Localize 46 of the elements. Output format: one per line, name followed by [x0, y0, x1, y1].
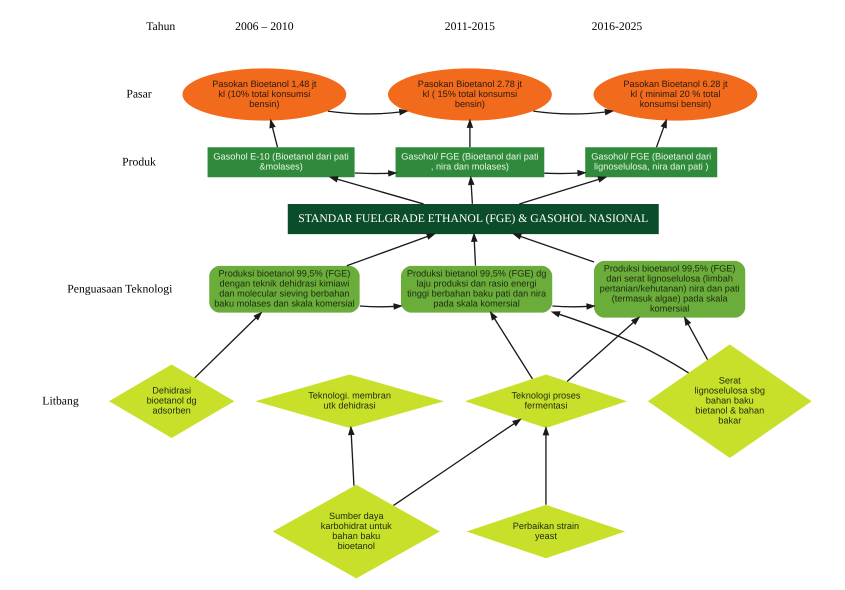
arrow	[468, 176, 475, 204]
arrow	[346, 233, 436, 266]
label: 2006 – 2010	[235, 20, 294, 33]
arrow	[393, 418, 522, 506]
node-box: Gasohol E-10 (Bioetanol dari pati &molases)	[208, 147, 355, 178]
node-diamond: Dehidrasi bioetanol dg adsorben	[108, 364, 234, 438]
arrow	[354, 170, 398, 177]
node-box: Produksi bioetanol 99,5% (FGE) dengan teknik dehidrasi kimiawi dan molecular sieving berbahan baku molases dan skala komersial	[209, 266, 360, 313]
node-diamond: Teknologi. membran utk dehidrasi	[255, 374, 444, 428]
label: 2011-2015	[444, 20, 496, 33]
arrow	[490, 310, 533, 380]
node-ellipse: Pasokan Bioetanol 2.78 jt kl ( 15% total konsumsi bensin)	[388, 68, 552, 121]
arrow	[471, 232, 478, 266]
label: Tahun	[146, 20, 176, 33]
node-box: Produksi bietanol 99,5% (FGE) dg laju produksi dan rasio energi tinggi berbahan baku pati dan nira pada skala komersial	[400, 266, 552, 313]
node-ellipse: Pasokan Bioetanol 6.28 jt kl ( minimal 20 % total konsumsi bensin)	[594, 68, 758, 121]
label: Produk	[122, 155, 156, 168]
node-box: Gasohol/ FGE (Bioetanol dari pati , nira dan molases)	[396, 147, 544, 178]
node-box: STANDAR FUELGRADE ETHANOL (FGE) & GASOHOL NASIONAL	[288, 204, 659, 234]
arrow	[552, 303, 596, 310]
arrow	[269, 118, 278, 148]
node-diamond: Serat lignoselulosa sbg bahan baku bietanol & bahan bakar	[648, 344, 812, 458]
arrow	[466, 118, 474, 148]
arrow	[519, 176, 608, 205]
arrow	[512, 233, 594, 263]
label: Penguasaan Teknologi	[67, 282, 172, 296]
node-ellipse: Pasokan Bioetanol 1,48 jt kl (10% total konsumsi bensin)	[182, 68, 346, 121]
arrow	[328, 108, 409, 116]
arrow	[544, 170, 587, 176]
arrow	[360, 303, 403, 310]
arrow	[533, 108, 614, 116]
node-diamond: Sumber daya karbohidrat untuk bahan baku bioetanol	[272, 484, 440, 578]
label: Pasar	[126, 88, 152, 101]
arrow	[656, 118, 667, 148]
arrow	[550, 311, 689, 374]
node-box: Gasohol/ FGE (Bioetanol dari lignoselulosa, nira dan pati )	[585, 147, 718, 178]
node-diamond: Perbaikan strain yeast	[466, 504, 626, 558]
node-box: Produksi bioetanol 99,5% (FGE) dari serat lignoselulosa (limbah pertanian/kehutanan) nira dan pati (termasuk algae) pada skala komersial	[594, 260, 746, 318]
arrow	[348, 426, 355, 486]
arrow	[194, 312, 262, 378]
arrow	[566, 316, 640, 382]
arrow	[328, 176, 424, 205]
arrow	[542, 426, 550, 505]
arrow	[684, 316, 708, 360]
label: Litbang	[42, 394, 79, 408]
label: 2016-2025	[592, 20, 642, 33]
